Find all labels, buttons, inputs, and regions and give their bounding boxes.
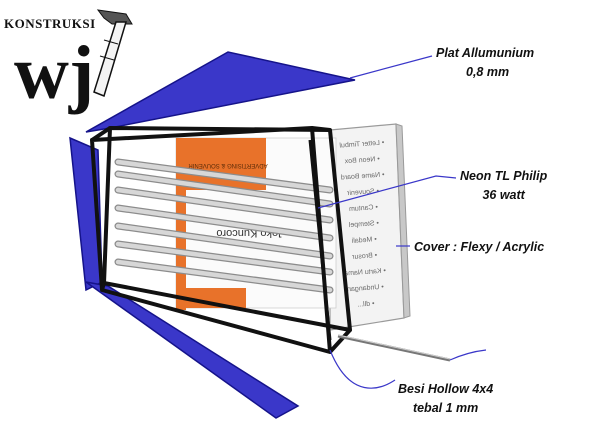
card-list-item: • Brosur [351, 252, 377, 261]
leader-besi [329, 349, 396, 389]
card-list-item-group: • Undangan [347, 284, 384, 294]
neon-tube [114, 158, 334, 194]
label-plat-line2: 0,8 mm [466, 65, 510, 79]
card-service-list: • Letter Timbul • Neon Box • Name Board • S… [339, 139, 386, 308]
card-list-item: • dll... [357, 300, 375, 308]
card-list-item: • Name Board [341, 171, 385, 181]
neon-tube [114, 170, 334, 208]
label-cover-line1: Cover : Flexy / Acrylic [414, 240, 545, 254]
neon-tube [114, 204, 334, 242]
card-list-item-group: • Kartu Nama [344, 268, 386, 278]
card-subtitle: ADVERTISING & SOUVENIR [188, 162, 268, 168]
label-cover: Cover : Flexy / Acrylic [414, 238, 544, 257]
steel-rod-highlight [337, 334, 451, 360]
steel-rod [337, 334, 451, 362]
card-list-item: • Letter Timbul [339, 139, 385, 149]
label-neon-line2: 36 watt [482, 188, 525, 202]
neon-tube [114, 258, 334, 294]
card-list-item: • Medali [351, 236, 377, 245]
aluminium-plate-top [85, 51, 356, 133]
label-besi-hollow: Besi Hollow 4x4 tebal 1 mm [398, 380, 493, 418]
neon-tube [114, 222, 334, 260]
card-list-item: • Undangan [347, 284, 384, 294]
label-neon-line1: Neon TL Philip [460, 169, 548, 183]
frame-edge-bottom-left [100, 282, 106, 291]
label-besi-line1: Besi Hollow 4x4 [398, 382, 494, 396]
leader-neon [317, 175, 457, 209]
cover-edge [395, 123, 411, 319]
leader-rod-end [449, 349, 487, 361]
frame-mid-bar [308, 139, 332, 341]
card-list-item-group: • Cantum [349, 204, 378, 213]
card-list-item: • Kartu Nama [344, 268, 386, 278]
leader-plat [349, 55, 433, 79]
card-list-item-group: • dll... [357, 300, 375, 308]
card-list-item-group: • Stempel [348, 220, 379, 229]
card-list-item: • Stempel [348, 220, 379, 229]
frame-edge-bottom-right [328, 328, 352, 354]
label-plat-line1: Plat Allumunium [436, 46, 535, 60]
card-list-item-group: • Neon Box [344, 156, 380, 165]
card-list-item: • Neon Box [344, 156, 380, 165]
card-list-item-group: • Letter Timbul [339, 139, 385, 149]
frame-edge-top-right [311, 126, 331, 132]
frame-edge-top-left [90, 126, 112, 142]
label-besi-line2: tebal 1 mm [412, 401, 479, 415]
card-list-item: • Souvenir [346, 188, 379, 197]
card-list-item-group: • Souvenir [346, 188, 379, 197]
neon-tubes [114, 158, 334, 294]
card-orange-bottom [176, 288, 246, 308]
card-list-item-group: • Brosur [351, 252, 377, 261]
label-neon-tl: Neon TL Philip 36 watt [460, 167, 547, 205]
logo-brand: KONSTRUKSI [4, 16, 96, 31]
neon-tube [114, 240, 334, 276]
logo-monogram: wj [14, 31, 94, 115]
card-list-item-group: • Name Board [341, 171, 385, 181]
hammer-icon [93, 9, 133, 98]
card-list-item: • Cantum [349, 204, 378, 213]
neon-tube [114, 186, 334, 224]
card-subtitle-group: ADVERTISING & SOUVENIR [188, 162, 268, 168]
card-list-item-group: • Medali [351, 236, 377, 245]
label-plat-aluminium: Plat Allumunium 0,8 mm [436, 44, 534, 82]
